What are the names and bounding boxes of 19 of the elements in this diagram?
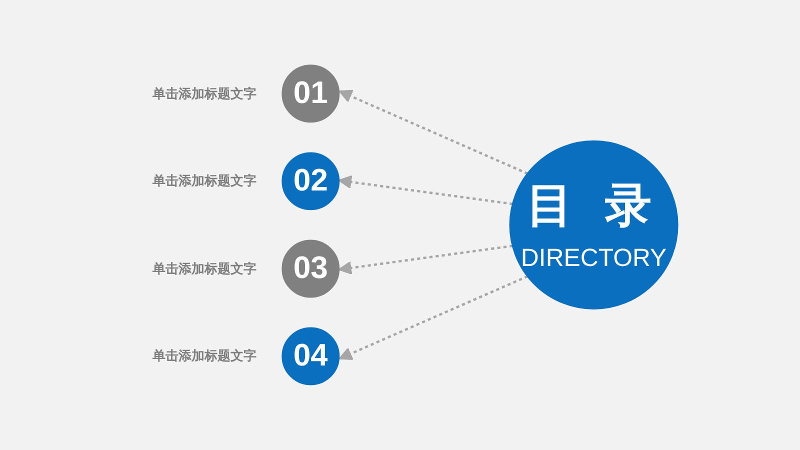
number-text: 01 <box>293 76 328 111</box>
dashed-arrow <box>338 90 528 175</box>
caption-text: 单击添加标题文字 <box>152 172 256 190</box>
number-text: 02 <box>293 164 328 198</box>
heading-text: 目 录 <box>526 180 661 232</box>
number-text: 04 <box>293 339 328 374</box>
dashed-arrow <box>338 244 513 275</box>
subtitle-text: DIRECTORY <box>520 246 667 272</box>
caption-text: 单击添加标题文字 <box>152 347 256 366</box>
caption-text: 单击添加标题文字 <box>152 260 256 278</box>
caption-text: 单击添加标题文字 <box>152 84 256 103</box>
hub-circle <box>509 140 678 310</box>
dashed-arrow <box>338 275 528 360</box>
number-circle <box>282 240 340 298</box>
number-circle <box>282 64 340 123</box>
dashed-arrow <box>338 175 513 206</box>
number-circle <box>282 327 340 386</box>
number-text: 03 <box>293 252 328 286</box>
number-circle <box>282 152 340 210</box>
